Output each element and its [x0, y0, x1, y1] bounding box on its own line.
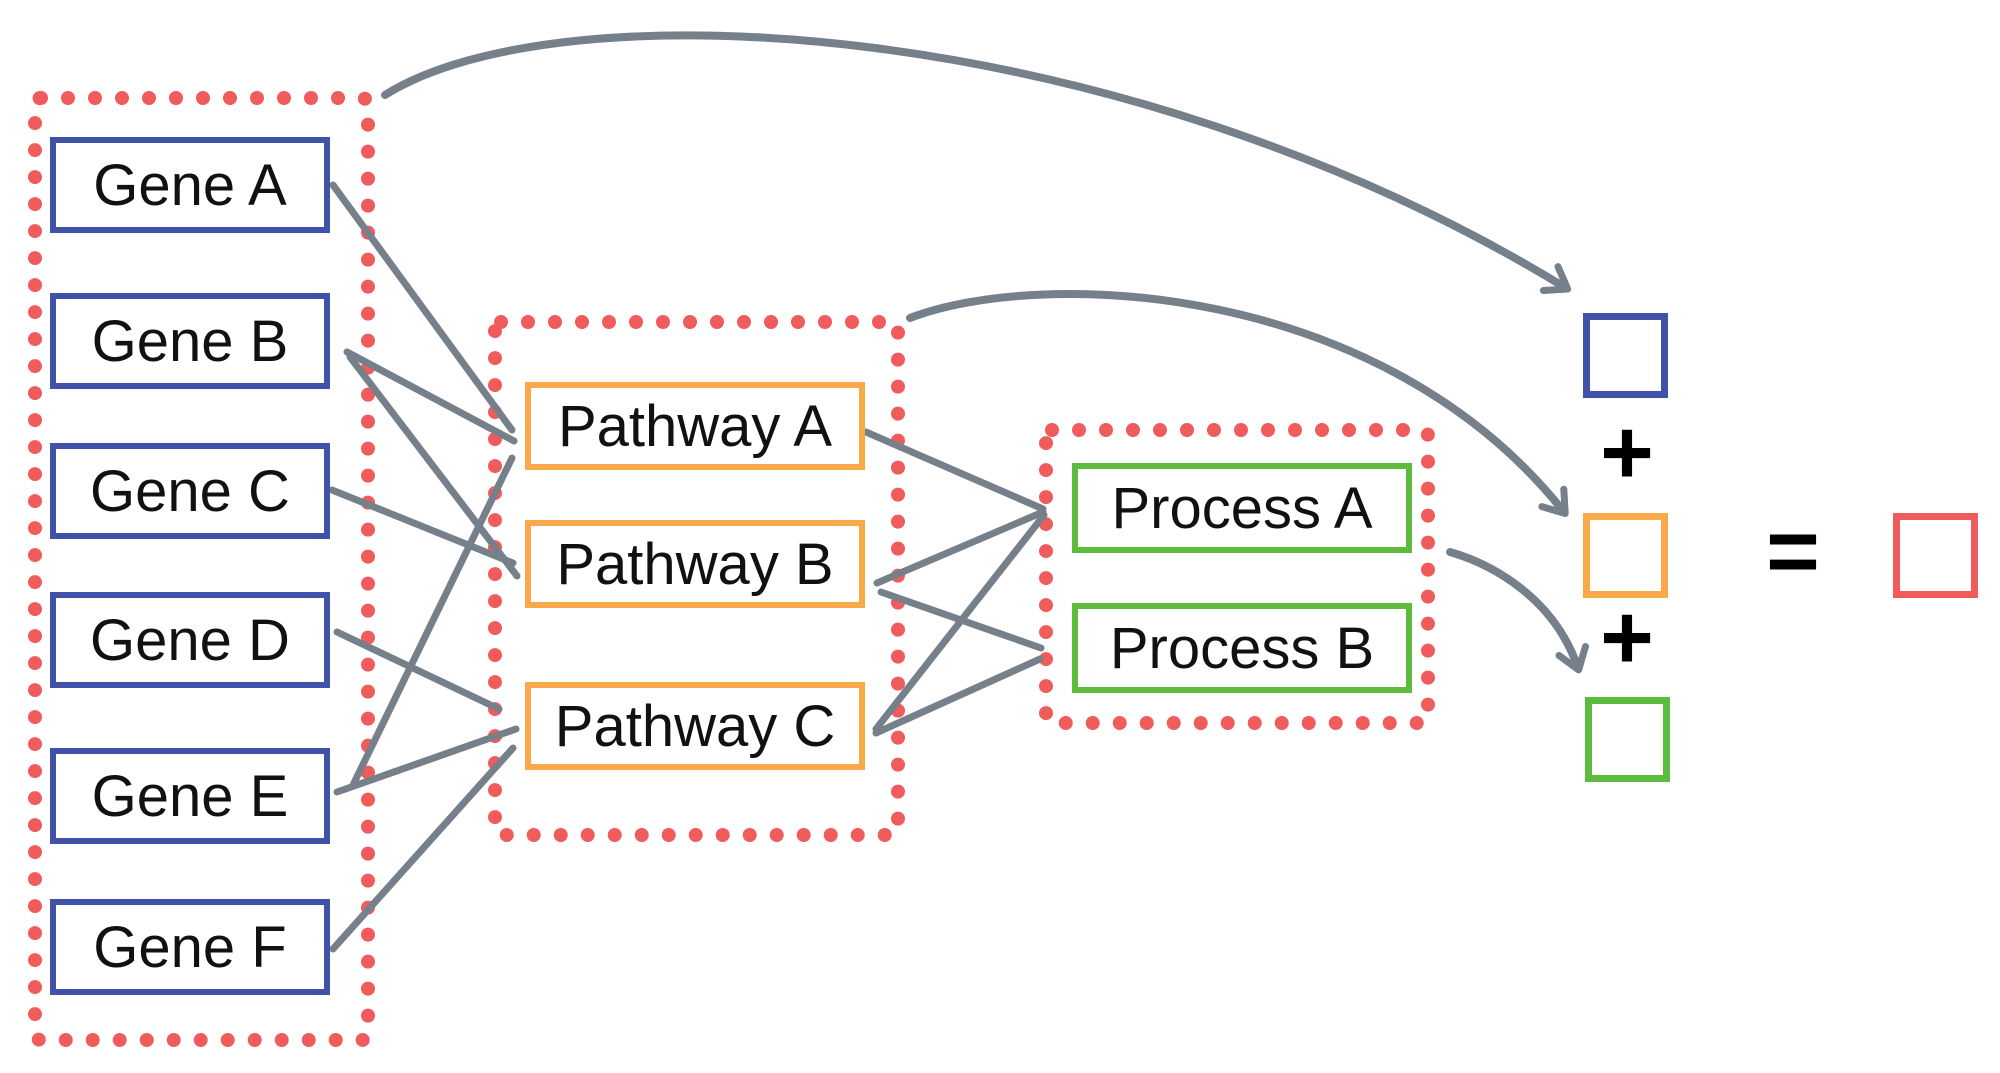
pathway-a-box: Pathway A — [525, 382, 865, 470]
edge-gene-d-pathway-c — [333, 628, 503, 713]
group-borders — [28, 91, 1435, 1047]
processes-group-border — [1039, 423, 1435, 730]
pathway-b-box: Pathway B — [525, 520, 865, 608]
pathways-group-border — [488, 315, 905, 842]
gene-a-box: Gene A — [50, 137, 330, 233]
edge-pathway-a-process-a — [862, 428, 1047, 513]
arrow-processes-to-green-square — [1446, 548, 1589, 674]
process-b-box: Process B — [1072, 603, 1412, 693]
red-result-square — [1893, 513, 1978, 598]
edge-gene-e-pathway-a — [349, 454, 516, 789]
edge-gene-e-pathway-c — [333, 725, 520, 796]
equals-sign: = — [1766, 500, 1820, 603]
edge-gene-f-pathway-c — [329, 744, 517, 953]
summary-arrows — [381, 31, 1589, 674]
edge-pathway-c-process-a — [872, 511, 1048, 733]
arrow-pathways-to-orange-square — [906, 290, 1569, 518]
pathway-process-edges — [862, 428, 1048, 737]
plus-sign-top: + — [1600, 401, 1654, 504]
plus-sign-bottom: + — [1600, 586, 1654, 689]
edge-pathway-c-process-b — [872, 655, 1044, 737]
orange-summary-square — [1583, 513, 1668, 598]
edge-gene-b-pathway-a — [343, 348, 518, 445]
genes-group-border — [28, 91, 375, 1047]
arrow-genes-to-blue-square — [381, 31, 1572, 295]
gene-c-box: Gene C — [50, 443, 330, 539]
gene-b-box: Gene B — [50, 293, 330, 389]
gene-d-box: Gene D — [50, 592, 330, 688]
edge-gene-b-pathway-b — [346, 353, 521, 580]
gene-pathway-edges — [328, 181, 521, 953]
blue-summary-square — [1583, 313, 1668, 398]
gene-e-box: Gene E — [50, 748, 330, 844]
edge-gene-a-pathway-a — [329, 181, 516, 434]
pathway-c-box: Pathway C — [525, 682, 865, 770]
green-summary-square — [1585, 697, 1670, 782]
process-a-box: Process A — [1072, 463, 1412, 553]
edge-gene-c-pathway-b — [328, 486, 517, 567]
gene-f-box: Gene F — [50, 899, 330, 995]
edge-pathway-b-process-a — [873, 508, 1047, 587]
